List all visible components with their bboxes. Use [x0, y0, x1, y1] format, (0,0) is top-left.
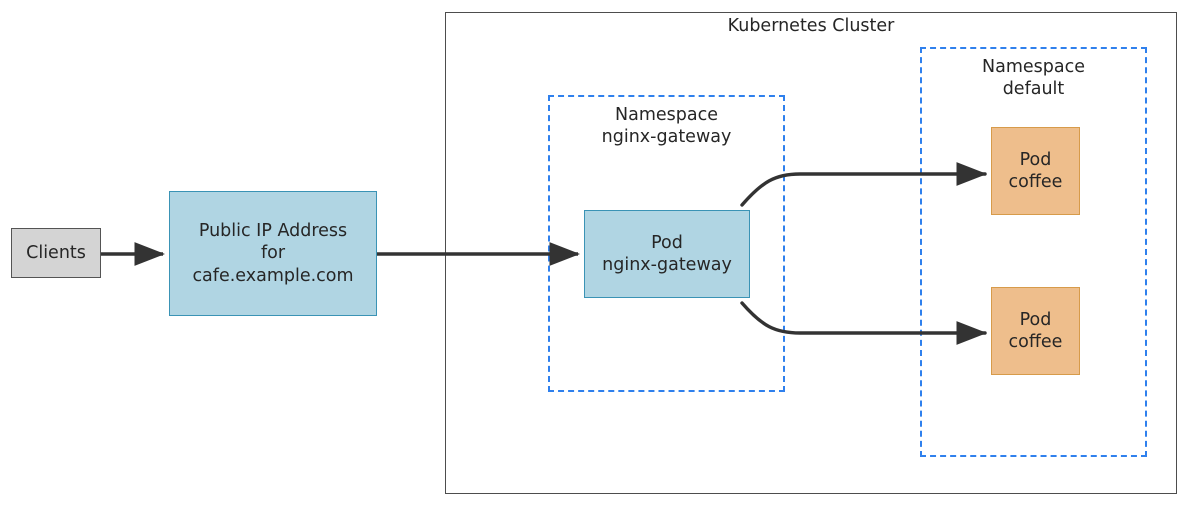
namespace-nginx-gateway-title: Namespace nginx-gateway: [601, 105, 732, 148]
pod-coffee-bottom-label: Pod coffee: [1008, 309, 1063, 352]
namespace-default-title: Namespace default: [982, 57, 1085, 100]
arrow-gateway-to-coffee-bottom: [740, 301, 988, 345]
pod-coffee-top-label: Pod coffee: [1008, 149, 1063, 192]
public-ip-address-box[interactable]: Public IP Address for cafe.example.com: [169, 191, 377, 316]
kubernetes-cluster-title: Kubernetes Cluster: [727, 16, 895, 36]
clients-box[interactable]: Clients: [11, 228, 101, 278]
arrow-gateway-to-coffee-top: [740, 162, 988, 207]
pod-coffee-bottom-box[interactable]: Pod coffee: [991, 287, 1080, 375]
pod-coffee-top-box[interactable]: Pod coffee: [991, 127, 1080, 215]
clients-label: Clients: [26, 242, 86, 263]
namespace-nginx-gateway-boundary: [548, 95, 785, 392]
public-ip-address-label: Public IP Address for cafe.example.com: [192, 221, 354, 286]
namespace-default-boundary: [920, 47, 1147, 457]
pod-nginx-gateway-label: Pod nginx-gateway: [602, 232, 732, 275]
pod-nginx-gateway-box[interactable]: Pod nginx-gateway: [584, 210, 750, 298]
